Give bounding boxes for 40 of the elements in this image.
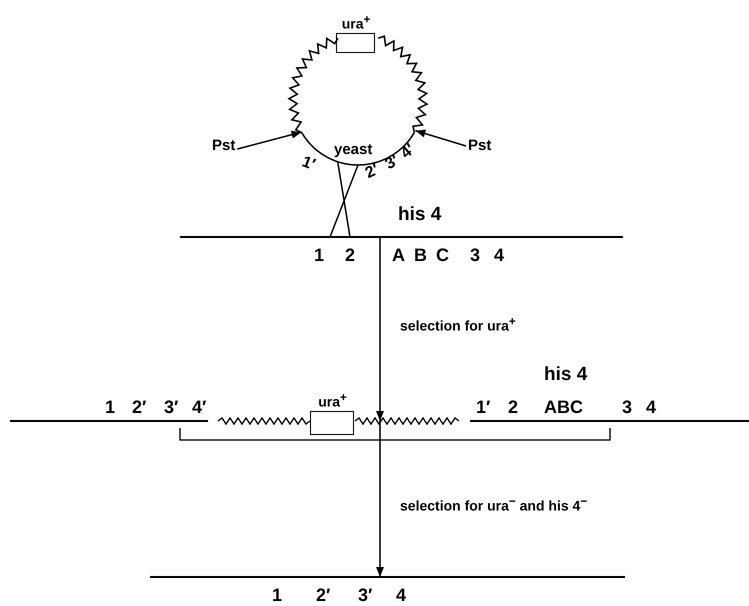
locus-label: B	[414, 246, 427, 264]
locus-label: 2	[508, 398, 518, 416]
locus-label: 3	[622, 398, 632, 416]
locus-label: 1	[272, 586, 282, 604]
locus-label: A	[392, 246, 405, 264]
arrow	[376, 421, 384, 577]
locus-label: 4	[646, 398, 656, 416]
gene-name: his 4	[398, 205, 442, 224]
crossover-line	[329, 164, 359, 238]
locus-label: 1′	[476, 398, 490, 416]
locus-label: ABC	[544, 398, 583, 416]
gene-name: his 4	[544, 365, 588, 384]
locus-label: 4′	[398, 142, 418, 162]
locus-label: 2′	[316, 586, 330, 604]
chromosome-line	[150, 576, 625, 578]
locus-label: 2	[345, 246, 356, 264]
chromosome-line	[10, 420, 749, 422]
locus-label: C	[436, 246, 449, 264]
locus-label: 4′	[192, 398, 206, 416]
locus-label: 3	[470, 246, 480, 264]
gene-label: ura$^{+}$	[317, 392, 348, 409]
gene-label: ura$^{+}$	[340, 14, 372, 31]
restriction-site-label: Pst	[212, 138, 236, 153]
locus-label: 3′	[164, 398, 178, 416]
locus-label: 4	[494, 246, 504, 264]
chromosome-line	[180, 236, 623, 238]
arrow	[376, 237, 384, 421]
locus-label: 2′	[363, 162, 382, 182]
leader-arrow	[237, 130, 302, 150]
leader-arrow	[415, 130, 466, 147]
locus-label: 3′	[358, 586, 372, 604]
crossover-line	[336, 162, 351, 238]
restriction-site-label: Pst	[468, 138, 492, 153]
edge-label: selection for ura$^{+}$	[400, 316, 516, 333]
locus-label: 1	[314, 246, 324, 264]
locus-label: 4	[396, 586, 406, 604]
locus-label: 1′	[300, 154, 318, 174]
strand-label: yeast	[334, 142, 372, 157]
locus-label: 1	[105, 398, 116, 416]
locus-label: 2′	[132, 398, 146, 416]
